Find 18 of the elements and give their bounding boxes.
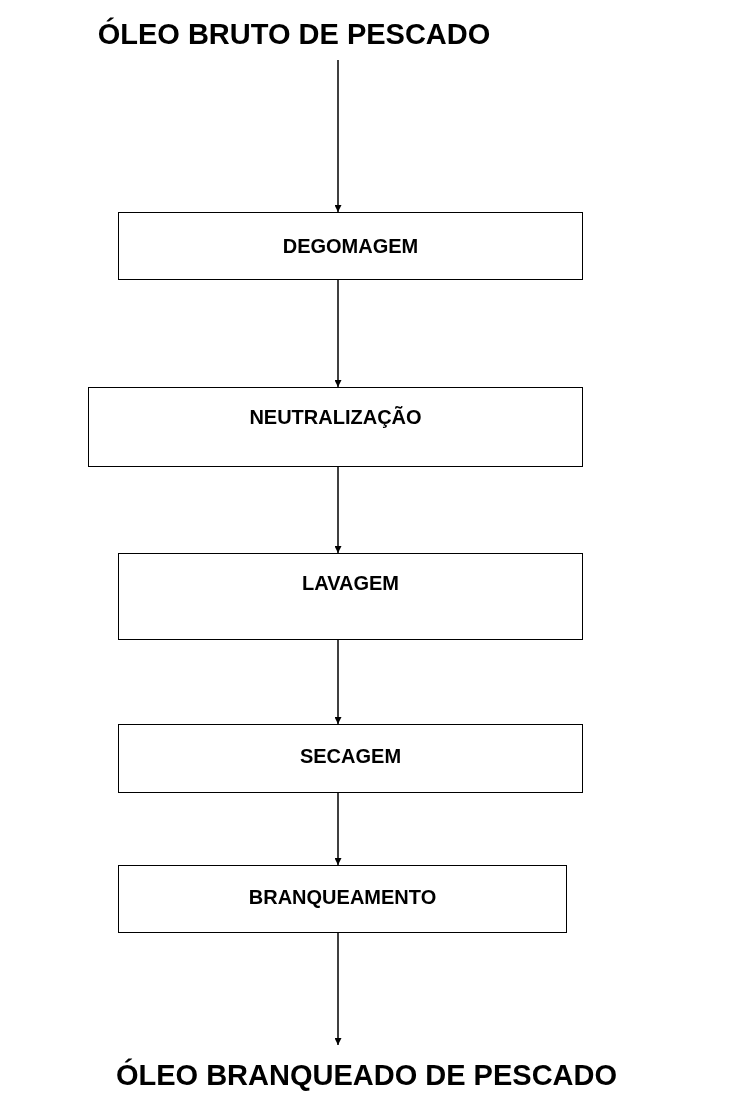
arrow [334,932,342,1046]
process-box [88,387,583,467]
process-box [118,865,567,933]
flow-endpoint-label: ÓLEO BRUTO DE PESCADO [97,17,491,51]
process-box [118,212,583,280]
arrow [334,466,342,554]
step-label: LAVAGEM [302,572,399,595]
arrow [334,792,342,866]
step-label: SECAGEM [299,745,402,768]
process-box [118,724,583,793]
step-label: NEUTRALIZAÇÃO [249,406,422,429]
step-label: BRANQUEAMENTO [248,886,437,909]
flow-endpoint-label: ÓLEO BRANQUEADO DE PESCADO [115,1058,618,1092]
arrow [334,639,342,725]
arrow [334,279,342,388]
step-label: DEGOMAGEM [282,235,419,258]
arrow [334,59,342,213]
process-box [118,553,583,640]
